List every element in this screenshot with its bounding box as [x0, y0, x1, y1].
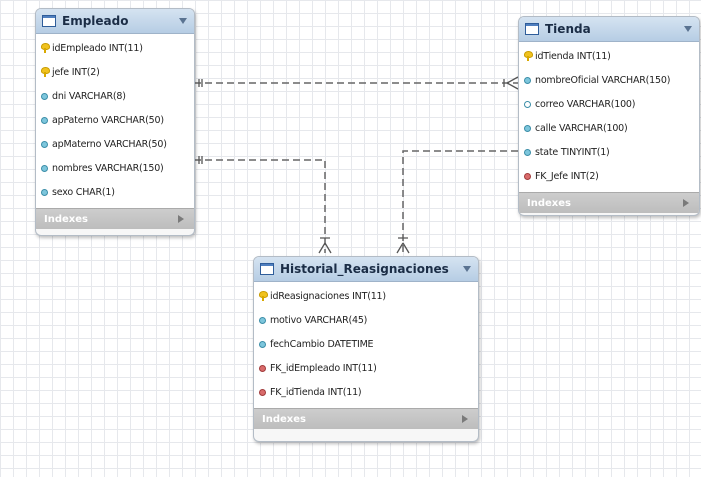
indexes-label: Indexes: [527, 197, 571, 209]
indexes-section[interactable]: Indexes: [254, 408, 478, 429]
column-name: motivo VARCHAR(45): [270, 314, 368, 326]
column-row[interactable]: jefe INT(2): [36, 60, 194, 84]
foreign-key-icon: [524, 172, 531, 180]
column-name: calle VARCHAR(100): [535, 122, 628, 134]
column-row[interactable]: FK_idTienda INT(11): [254, 380, 478, 404]
column-row[interactable]: idTienda INT(11): [519, 44, 699, 68]
column-name: fechCambio DATETIME: [270, 338, 374, 350]
primary-key-icon: [524, 51, 533, 61]
column-icon: [524, 148, 531, 156]
column-name: idTienda INT(11): [535, 50, 611, 62]
column-name: nombres VARCHAR(150): [52, 162, 164, 174]
nullable-column-icon: [524, 100, 531, 108]
column-name: state TINYINT(1): [535, 146, 610, 158]
column-name: FK_idTienda INT(11): [270, 386, 362, 398]
indexes-label: Indexes: [44, 213, 88, 225]
column-row[interactable]: motivo VARCHAR(45): [254, 308, 478, 332]
column-row[interactable]: FK_Jefe INT(2): [519, 164, 699, 188]
collapse-arrow-icon[interactable]: [179, 18, 187, 24]
column-name: FK_Jefe INT(2): [535, 170, 599, 182]
column-name: jefe INT(2): [52, 66, 100, 78]
column-row[interactable]: correo VARCHAR(100): [519, 92, 699, 116]
column-icon: [41, 188, 48, 196]
indexes-section[interactable]: Indexes: [519, 192, 699, 213]
column-name: idEmpleado INT(11): [52, 42, 143, 54]
foreign-key-icon: [259, 388, 266, 396]
indexes-section[interactable]: Indexes: [36, 208, 194, 229]
primary-key-icon: [41, 67, 50, 77]
column-row[interactable]: calle VARCHAR(100): [519, 116, 699, 140]
column-icon: [41, 116, 48, 124]
table-title: Tienda: [545, 22, 591, 36]
column-row[interactable]: dni VARCHAR(8): [36, 84, 194, 108]
column-row[interactable]: sexo CHAR(1): [36, 180, 194, 204]
table-title: Historial_Reasignaciones: [280, 262, 449, 276]
many-marker-tienda: [503, 76, 519, 90]
many-marker-historial-tienda: [396, 237, 410, 254]
column-row[interactable]: FK_idEmpleado INT(11): [254, 356, 478, 380]
one-marker-empleado-tienda: [198, 79, 203, 87]
column-icon: [524, 124, 531, 132]
foreign-key-icon: [259, 364, 266, 372]
column-row[interactable]: apMaterno VARCHAR(50): [36, 132, 194, 156]
column-row[interactable]: nombreOficial VARCHAR(150): [519, 68, 699, 92]
table-historial-reasignaciones[interactable]: Historial_Reasignaciones idReasignacione…: [253, 256, 479, 442]
primary-key-icon: [41, 43, 50, 53]
column-list: idReasignaciones INT(11) motivo VARCHAR(…: [254, 282, 478, 408]
column-name: dni VARCHAR(8): [52, 90, 126, 102]
expand-arrow-icon[interactable]: [178, 215, 184, 223]
column-name: apMaterno VARCHAR(50): [52, 138, 167, 150]
column-row[interactable]: idReasignaciones INT(11): [254, 284, 478, 308]
expand-arrow-icon[interactable]: [462, 415, 468, 423]
expand-arrow-icon[interactable]: [683, 199, 689, 207]
column-icon: [41, 92, 48, 100]
table-title: Empleado: [62, 14, 129, 28]
column-row[interactable]: idEmpleado INT(11): [36, 36, 194, 60]
column-icon: [259, 340, 266, 348]
collapse-arrow-icon[interactable]: [463, 266, 471, 272]
primary-key-icon: [259, 291, 268, 301]
column-row[interactable]: fechCambio DATETIME: [254, 332, 478, 356]
column-icon: [41, 164, 48, 172]
table-tienda[interactable]: Tienda idTienda INT(11) nombreOficial VA…: [518, 16, 700, 216]
column-icon: [41, 140, 48, 148]
column-name: sexo CHAR(1): [52, 186, 115, 198]
column-icon: [259, 316, 266, 324]
column-name: apPaterno VARCHAR(50): [52, 114, 164, 126]
table-empleado[interactable]: Empleado idEmpleado INT(11) jefe INT(2) …: [35, 8, 195, 236]
indexes-label: Indexes: [262, 413, 306, 425]
column-row[interactable]: apPaterno VARCHAR(50): [36, 108, 194, 132]
relationship-empleado-historial: [194, 159, 326, 253]
column-list: idTienda INT(11) nombreOficial VARCHAR(1…: [519, 42, 699, 192]
column-name: correo VARCHAR(100): [535, 98, 636, 110]
table-header[interactable]: Empleado: [36, 9, 194, 34]
column-list: idEmpleado INT(11) jefe INT(2) dni VARCH…: [36, 34, 194, 208]
column-row[interactable]: nombres VARCHAR(150): [36, 156, 194, 180]
column-name: idReasignaciones INT(11): [270, 290, 386, 302]
table-header[interactable]: Historial_Reasignaciones: [254, 257, 478, 282]
collapse-arrow-icon[interactable]: [684, 26, 692, 32]
column-name: nombreOficial VARCHAR(150): [535, 74, 671, 86]
table-icon: [260, 263, 274, 275]
table-icon: [525, 23, 539, 35]
table-header[interactable]: Tienda: [519, 17, 699, 42]
relationship-tienda-historial: [402, 150, 518, 253]
many-marker-historial-empleado: [318, 237, 332, 254]
column-row[interactable]: state TINYINT(1): [519, 140, 699, 164]
column-name: FK_idEmpleado INT(11): [270, 362, 377, 374]
one-marker-empleado-historial: [198, 156, 203, 164]
table-icon: [42, 15, 56, 27]
column-icon: [524, 76, 531, 84]
